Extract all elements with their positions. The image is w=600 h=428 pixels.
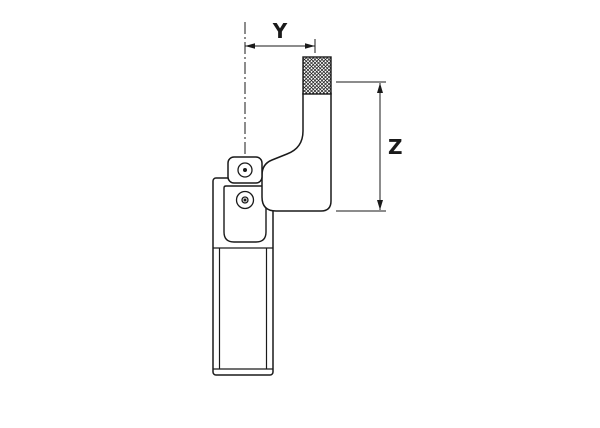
knob-knurl-texture	[302, 56, 332, 95]
head-bearing-inner-ring	[241, 196, 249, 204]
dimension-z-arrow-bottom	[377, 200, 383, 210]
dimension-y-arrow-right	[305, 43, 315, 49]
head-bearing-center-dot	[243, 198, 247, 202]
dimension-z-arrow-top	[377, 83, 383, 93]
dimension-z-label: Z	[388, 135, 403, 159]
pivot-hub	[227, 156, 263, 184]
dimension-y: Y	[245, 19, 316, 53]
knurled-knob	[302, 56, 332, 95]
lever-arm-outline	[261, 92, 332, 212]
dimension-y-arrow-left	[245, 43, 255, 49]
dimension-y-label: Y	[272, 19, 288, 43]
switch-body	[212, 177, 274, 376]
dimension-z: Z	[336, 81, 403, 212]
pivot-circle	[237, 162, 253, 178]
head-bearing-circle	[235, 190, 255, 210]
pivot-center-dot	[243, 168, 247, 172]
body-outline	[212, 177, 274, 376]
lever-arm	[261, 92, 332, 212]
